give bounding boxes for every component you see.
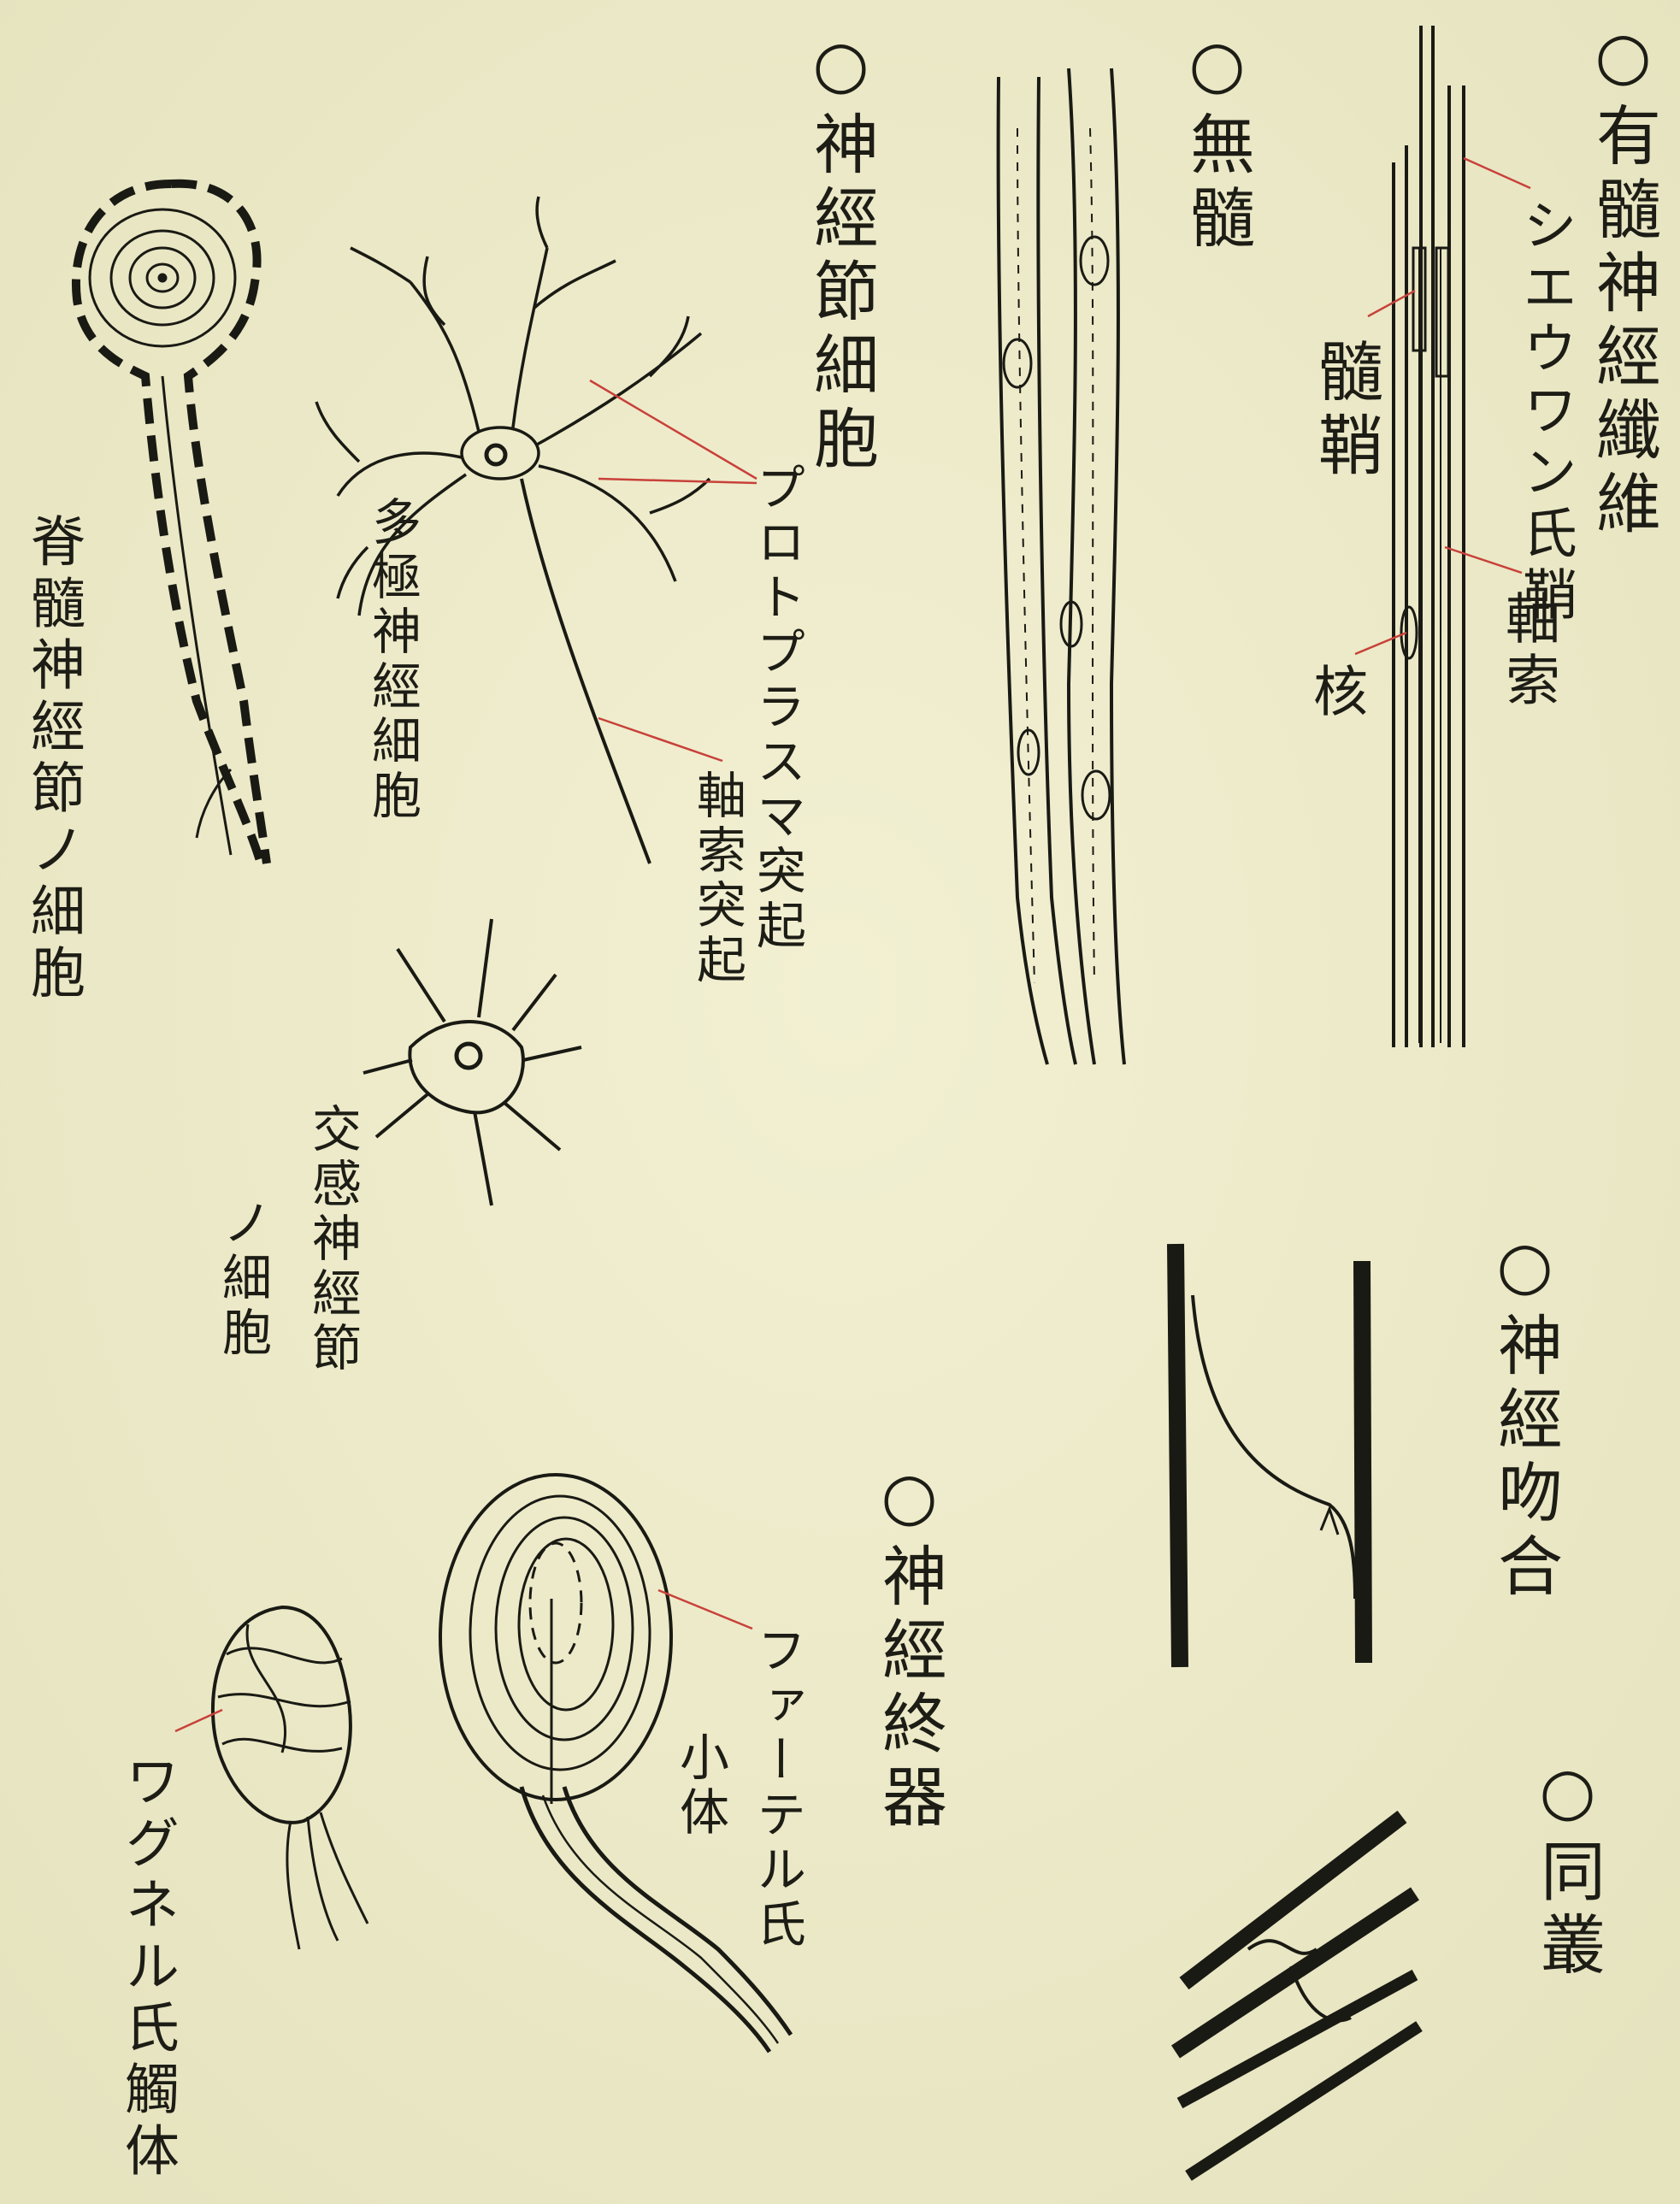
label-ganglion-cell: ○神經節細胞: [808, 26, 873, 478]
label-meissner-corpuscle: ワグネル氏觸体: [120, 1753, 174, 2183]
label-protoplasmic-process: プロトプラスマ突起: [752, 462, 802, 954]
label-myelinated-fiber: ○有髓神經纖維: [1590, 17, 1655, 543]
label-unmyelinated: ○無髓: [1184, 26, 1249, 257]
label-nerve-anastomosis: ○神經吻合: [1492, 1227, 1557, 1606]
label-schwann-sheath: シエウワン氏鞘: [1518, 197, 1572, 628]
label-plexus: ○同叢: [1535, 1753, 1600, 1984]
label-spinal-ganglion-cell: 脊髓神經節ノ細胞: [26, 513, 80, 1005]
label-axon-process: 軸索突起: [693, 769, 742, 988]
label-sympathetic-cell: ノ細胞: [218, 1197, 268, 1361]
label-multipolar-cell: 多極神經細胞: [368, 496, 417, 824]
label-nerve-endings: ○神經終器: [876, 1458, 941, 1836]
label-sympathetic-ganglion: 交感神經節: [308, 1103, 357, 1376]
label-myelin-sheath: 髓鞘: [1312, 338, 1377, 485]
label-axon-cylinder: 軸索: [1500, 590, 1555, 713]
label-pacinian-corpuscle-b: 小体: [675, 1731, 725, 1841]
label-pacinian-corpuscle-a: ファーテル氏: [752, 1624, 802, 1953]
label-nucleus: 核: [1308, 663, 1363, 724]
